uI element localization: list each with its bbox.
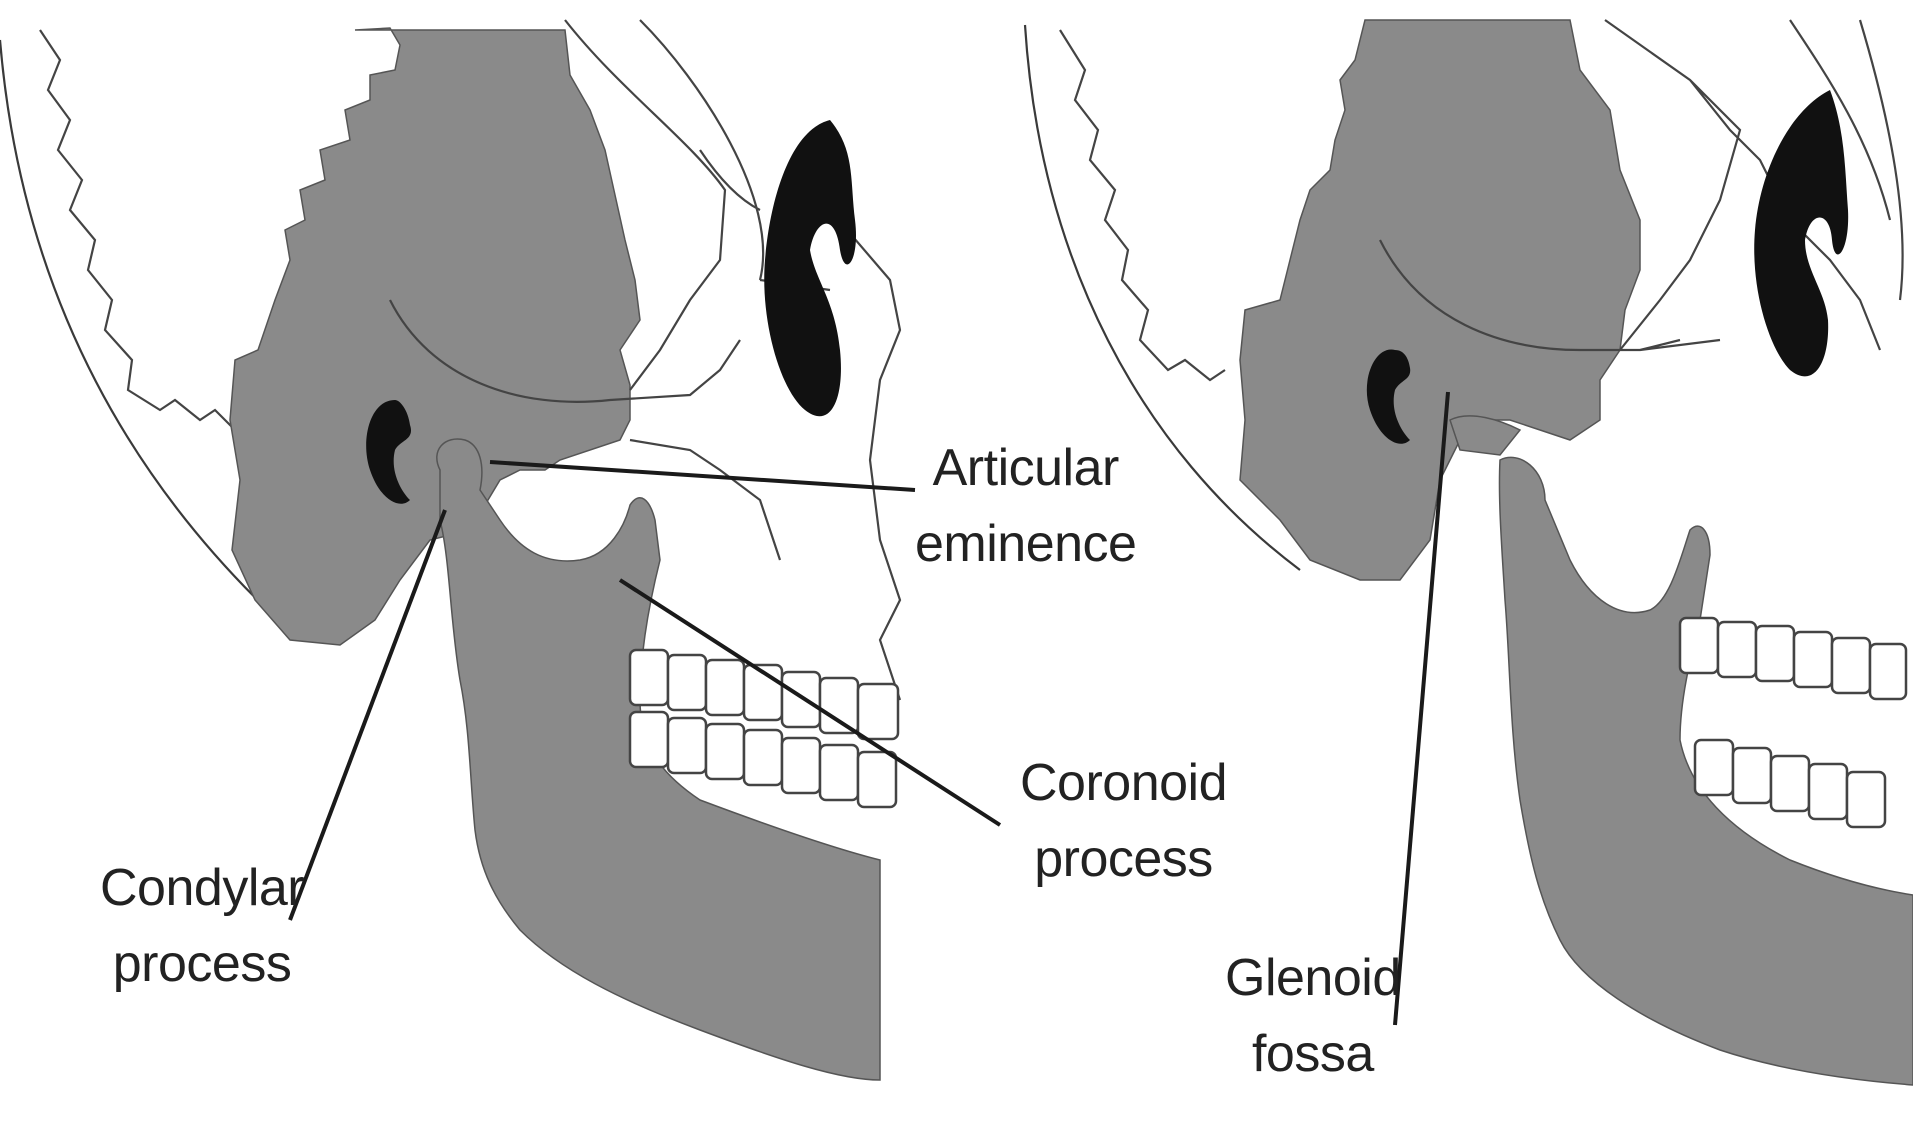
tooth	[744, 730, 782, 785]
lower-teeth-right	[1695, 740, 1885, 827]
tooth	[782, 738, 820, 793]
upper-teeth-right	[1680, 618, 1906, 699]
tooth	[820, 745, 858, 800]
label-glenoid-line1: Glenoid	[1225, 940, 1401, 1016]
tooth	[1680, 618, 1718, 673]
tooth	[1771, 756, 1809, 811]
tooth	[1794, 632, 1832, 687]
tooth	[1809, 764, 1847, 819]
tooth	[820, 678, 858, 733]
tooth	[630, 650, 668, 705]
panel-open-mouth	[1025, 20, 1913, 1085]
tooth	[1847, 772, 1885, 827]
tooth	[1733, 748, 1771, 803]
label-condylar-line2: process	[100, 926, 304, 1002]
skull-face-outline-right	[1605, 20, 1903, 350]
temporal-bone-left	[230, 28, 640, 645]
suture-line-left	[40, 30, 235, 430]
tooth	[1695, 740, 1733, 795]
leader-articular-eminence	[490, 462, 915, 490]
label-glenoid-fossa: Glenoid fossa	[1225, 940, 1401, 1092]
label-condylar-process: Condylar process	[100, 850, 304, 1002]
tooth	[1756, 626, 1794, 681]
label-condylar-line1: Condylar	[100, 850, 304, 926]
orbit-left	[764, 120, 856, 416]
label-articular-line2: eminence	[915, 506, 1136, 582]
suture-line-right	[1060, 30, 1225, 380]
tooth	[706, 660, 744, 715]
tooth	[1718, 622, 1756, 677]
label-articular-line1: Articular	[915, 430, 1136, 506]
orbit-right	[1754, 90, 1848, 376]
label-articular-eminence: Articular eminence	[915, 430, 1136, 582]
label-glenoid-line2: fossa	[1225, 1016, 1401, 1092]
label-coronoid-process: Coronoid process	[1020, 745, 1227, 897]
label-coronoid-line2: process	[1020, 821, 1227, 897]
tooth	[668, 655, 706, 710]
tooth	[782, 672, 820, 727]
articular-eminence-right	[1450, 416, 1520, 455]
tooth	[706, 724, 744, 779]
tooth	[668, 718, 706, 773]
tooth	[858, 752, 896, 807]
tooth	[630, 712, 668, 767]
tooth	[1832, 638, 1870, 693]
tooth	[858, 684, 898, 739]
label-coronoid-line1: Coronoid	[1020, 745, 1227, 821]
tooth	[1870, 644, 1906, 699]
